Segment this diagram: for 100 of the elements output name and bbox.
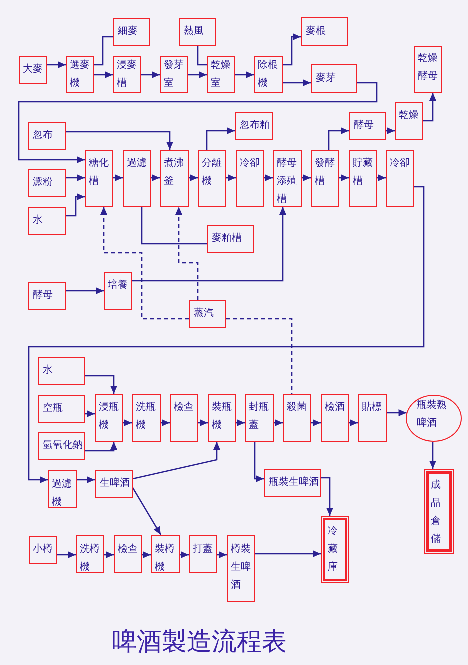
arrow [66,174,85,182]
dashed-arrow [100,207,189,320]
process-box: 水 [28,207,66,235]
process-box: 酵母 [28,282,66,310]
process-box: 殺菌 [283,394,311,442]
arrow [274,420,283,426]
arrow [66,194,85,217]
arrow [188,72,207,78]
process-box: 麥粕槽 [207,225,254,253]
process-box: 澱粉 [28,169,66,197]
arrow [132,488,162,536]
connector-line [197,46,207,66]
arrow [28,186,425,484]
arrow [206,128,235,150]
dashed-arrow [176,207,199,300]
process-box: 浸瓶機 [95,394,123,442]
arrow [235,72,254,78]
diagram-title: 啤酒製造流程表 [112,627,287,657]
arrow [123,420,132,426]
process-box: 麥芽 [311,64,357,93]
process-box: 小樽 [29,536,57,564]
arrow [349,420,358,426]
process-box: 發芽室 [160,56,188,93]
process-box: 水 [38,357,85,385]
process-box: 酵母 [349,112,386,140]
process-box: 熱風 [179,18,216,46]
arrow [57,552,76,558]
process-box: 裝瓶機 [208,394,236,442]
arrow [226,174,236,182]
arrow [339,174,349,182]
process-box: 打蓋 [189,535,217,573]
process-box: 麥根 [301,17,348,46]
arrow [198,420,208,426]
arrow [66,131,174,150]
arrow [180,552,189,558]
arrow [85,375,118,394]
process-box: 裝樽機 [151,535,180,573]
arrow [85,410,95,418]
process-box: 除根機 [254,56,283,93]
process-box: 空瓶 [38,395,85,423]
arrow [47,62,66,68]
process-box: 氫氧化鈉 [38,432,85,460]
process-box: 乾燥酵母 [414,46,442,93]
arrow [430,442,436,469]
process-box: 細麥 [113,18,150,46]
arrow [189,174,198,182]
arrow [94,72,113,78]
process-box: 洗樽機 [76,535,104,573]
connector-line [141,207,207,245]
process-box: 分離機 [198,150,226,207]
arrow [283,80,311,86]
process-box: 冷卻 [236,150,264,207]
arrow [264,174,273,182]
arrow [161,420,170,426]
process-box: 檢查 [170,394,198,442]
storage-box: 冷藏庫 [321,516,349,583]
process-box: 生啤酒 [95,470,133,498]
arrow [321,477,334,516]
process-box: 選麥機 [66,56,94,93]
process-box: 煮沸釜 [160,150,189,207]
arrow [328,128,349,150]
arrow [85,442,118,452]
connector-line [94,36,113,66]
process-box: 貯藏槽 [349,150,377,207]
process-box: 貼標 [358,394,387,442]
arrow [113,174,123,182]
process-box: 蒸汽 [189,300,226,328]
process-box: 忽布 [28,122,66,150]
arrow [77,476,95,484]
arrow [423,93,436,122]
arrow [217,552,227,558]
arrow [255,550,321,558]
arrow [104,552,114,558]
arrow [66,288,104,294]
process-box: 樽裝生啤酒 [227,535,255,602]
arrow [386,128,395,134]
arrow [283,34,301,66]
process-box: 乾燥 [395,102,423,140]
arrow [132,442,220,480]
process-box: 糖化槽 [85,150,113,207]
process-box: 乾燥室 [207,56,235,93]
process-box: 洗瓶機 [132,394,161,442]
arrow [151,174,160,182]
process-box: 忽布粕 [235,112,273,140]
process-box: 浸麥槽 [113,56,141,93]
product-circle: 瓶裝熟啤酒 [406,395,462,442]
process-box: 過濾機 [48,470,77,508]
process-box: 瓶裝生啤酒 [264,469,321,497]
arrow [387,410,407,416]
process-box: 封瓶蓋 [245,394,274,442]
arrow [311,420,321,426]
arrow [302,174,311,182]
arrow [18,82,378,164]
process-box: 檢查 [114,535,142,573]
arrow [236,420,245,426]
process-box: 檢酒 [321,394,349,442]
process-box: 冷卻 [386,150,414,207]
arrow [254,442,264,482]
storage-box: 成品倉儲 [424,469,454,554]
process-box: 培養 [104,272,132,310]
